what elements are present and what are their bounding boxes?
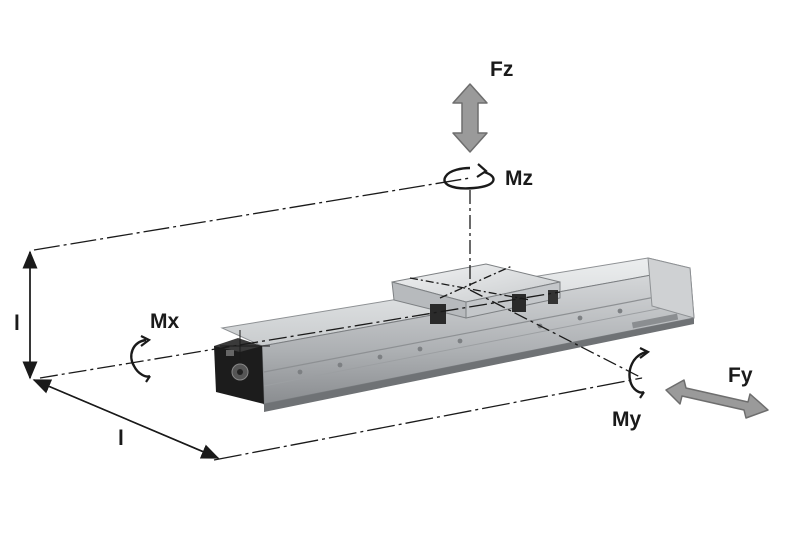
rail-bottom-strip xyxy=(264,318,694,412)
my-label: My xyxy=(612,408,641,431)
dimension-horizontal-label: l xyxy=(118,427,124,450)
reference-lines xyxy=(33,177,643,461)
actuator-body xyxy=(214,257,695,412)
y-axis-line xyxy=(469,289,643,379)
mz-rotation-icon xyxy=(443,163,495,190)
right-end-cap xyxy=(647,257,695,319)
top-reference-line xyxy=(33,177,471,251)
mx-label: Mx xyxy=(150,310,179,333)
fz-label: Fz xyxy=(490,58,513,81)
my-rotation-icon xyxy=(628,347,651,399)
double-diagonal-arrow-icon xyxy=(665,379,769,419)
mz-label: Mz xyxy=(505,167,533,190)
double-vertical-arrow-icon xyxy=(452,83,488,153)
dimension-diagonal xyxy=(32,379,220,459)
dimension-vertical-label: l xyxy=(14,312,20,335)
mx-rotation-icon xyxy=(130,335,152,383)
x-axis-line xyxy=(39,291,561,379)
fy-label: Fy xyxy=(728,364,753,387)
bottom-reference-line xyxy=(213,377,643,461)
